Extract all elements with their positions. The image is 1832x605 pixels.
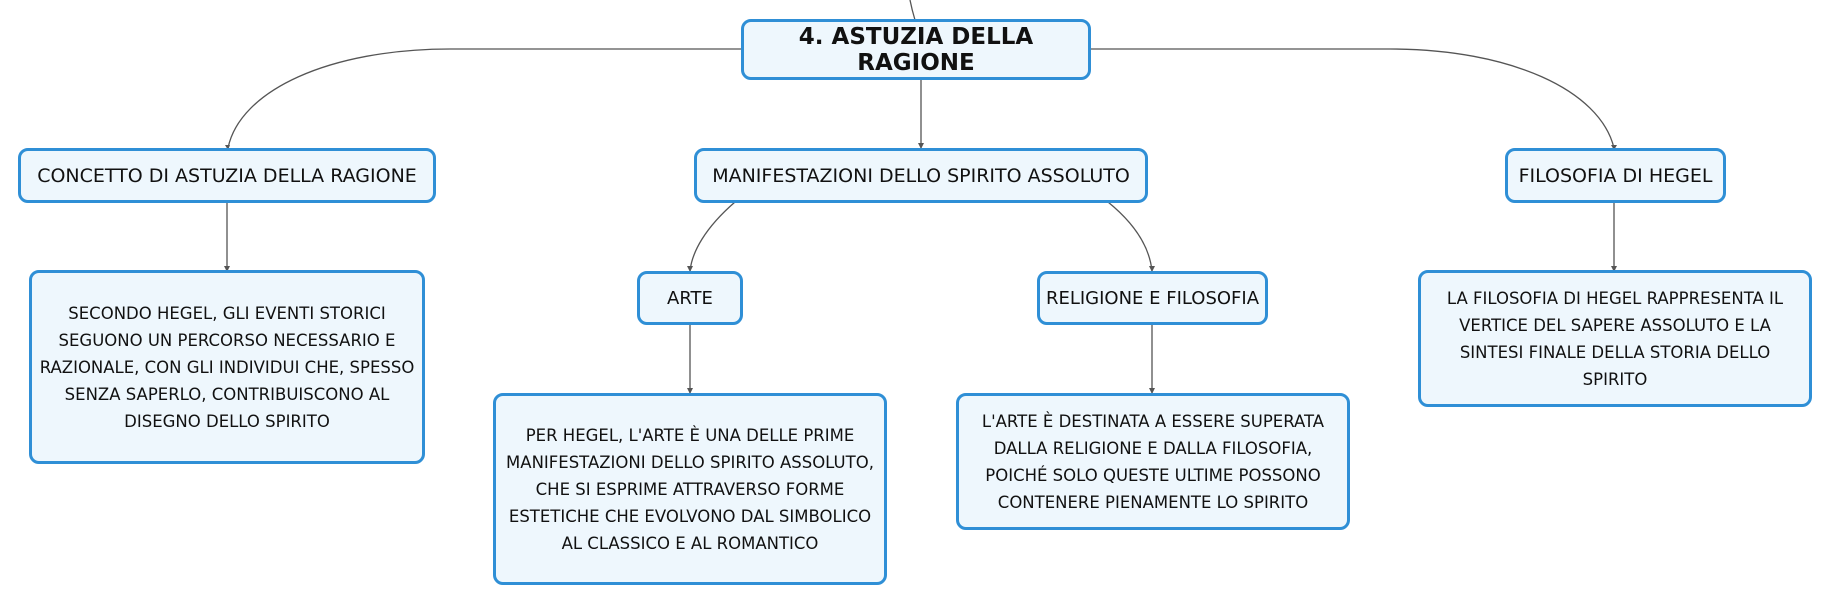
manifestations-node[interactable]: MANIFESTAZIONI DELLO SPIRITO ASSOLUTO [694, 148, 1148, 203]
philosophy-label: FILOSOFIA DI HEGEL [1518, 164, 1713, 187]
manifestations-label: MANIFESTAZIONI DELLO SPIRITO ASSOLUTO [712, 164, 1130, 187]
arrowhead-religion-desc [1149, 388, 1155, 394]
connector-root-to-concept [227, 48, 742, 149]
religion-description-node[interactable]: L'ARTE È DESTINATA A ESSERE SUPERATA DAL… [956, 393, 1350, 530]
art-node[interactable]: ARTE [637, 271, 743, 325]
arrowhead-philosophy-desc [1611, 266, 1617, 272]
connector-manifestations-to-art [689, 201, 736, 272]
arrowhead-manifestations [918, 143, 924, 149]
connector-parent-to-root [909, 0, 916, 21]
concept-description-text: SECONDO HEGEL, GLI EVENTI STORICI SEGUON… [39, 303, 415, 431]
religion-description-text: L'ARTE È DESTINATA A ESSERE SUPERATA DAL… [981, 411, 1325, 512]
philosophy-description-text: LA FILOSOFIA DI HEGEL RAPPRESENTA IL VER… [1446, 288, 1784, 389]
arrowhead-concept [225, 145, 230, 150]
arrowhead-concept-desc [224, 266, 230, 272]
concept-node[interactable]: CONCETTO DI ASTUZIA DELLA RAGIONE [18, 148, 436, 203]
concept-description-node[interactable]: SECONDO HEGEL, GLI EVENTI STORICI SEGUON… [29, 270, 425, 464]
concept-label: CONCETTO DI ASTUZIA DELLA RAGIONE [37, 164, 417, 187]
art-label: ARTE [667, 287, 713, 309]
religion-philosophy-label: RELIGIONE E FILOSOFIA [1045, 287, 1260, 309]
religion-philosophy-node[interactable]: RELIGIONE E FILOSOFIA [1037, 271, 1268, 325]
philosophy-description-node[interactable]: LA FILOSOFIA DI HEGEL RAPPRESENTA IL VER… [1418, 270, 1812, 407]
arrowhead-religion [1149, 266, 1155, 272]
art-description-node[interactable]: PER HEGEL, L'ARTE È UNA DELLE PRIME MANI… [493, 393, 887, 585]
connector-root-to-philosophy [1089, 48, 1615, 149]
arrowhead-philosophy [1611, 145, 1617, 150]
connector-manifestations-to-religion [1107, 201, 1153, 272]
root-topic-node[interactable]: 4. ASTUZIA DELLA RAGIONE [741, 19, 1091, 80]
root-topic-label: 4. ASTUZIA DELLA RAGIONE [798, 23, 1034, 76]
arrowhead-art [687, 266, 693, 272]
art-description-text: PER HEGEL, L'ARTE È UNA DELLE PRIME MANI… [506, 425, 874, 553]
arrowhead-art-desc [687, 388, 693, 394]
philosophy-node[interactable]: FILOSOFIA DI HEGEL [1505, 148, 1726, 203]
